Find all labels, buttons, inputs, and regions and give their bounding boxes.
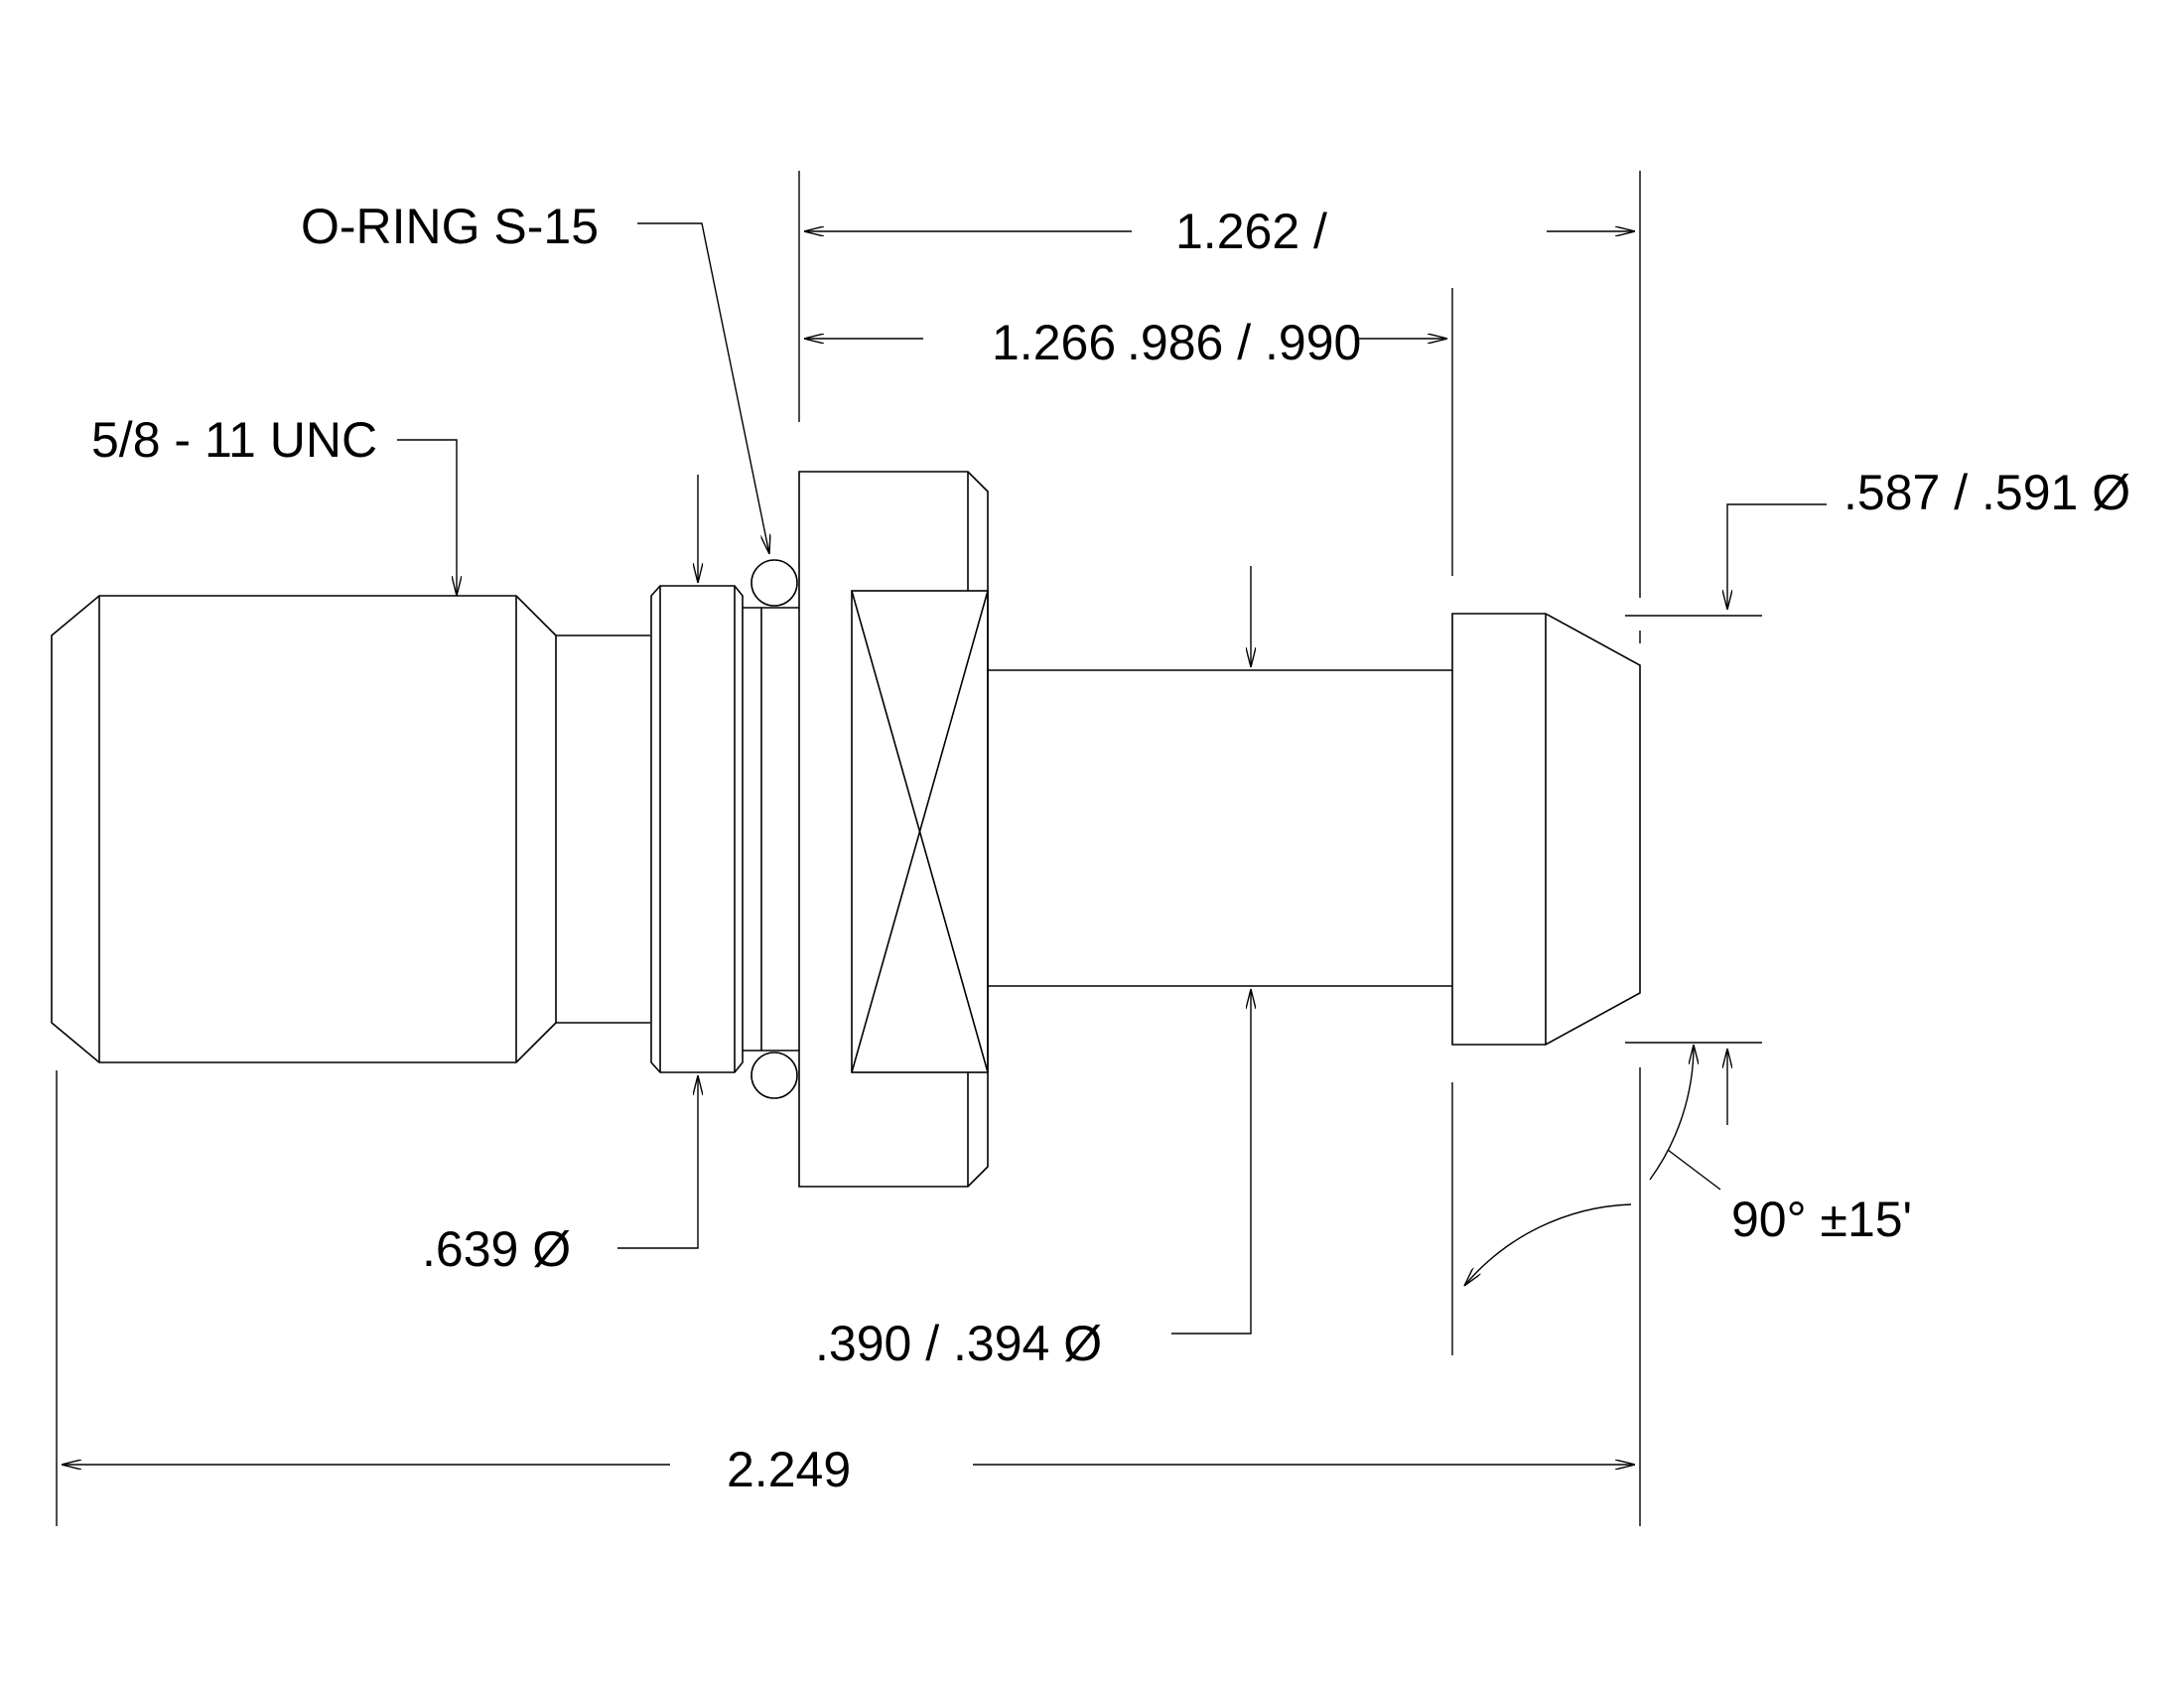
dim-shank-length: .986 / .990 [1127, 315, 1361, 370]
extension-lines [56, 171, 1762, 1526]
wrench-flats [851, 590, 989, 1073]
thread-label: 5/8 - 11 UNC [91, 412, 377, 468]
oring-top [751, 559, 798, 607]
dim-overall-top-upper: 1.262 / [1175, 204, 1327, 259]
dim-total-length: 2.249 [727, 1442, 851, 1497]
angle-tolerance: 90° ±15' [1731, 1192, 1912, 1247]
leaders [397, 222, 1251, 1335]
dimension-lines [62, 231, 1827, 1465]
annotations: O-RING S-15 5/8 - 11 UNC 1.262 / 1.266 .… [91, 199, 2130, 1497]
oring-label: O-RING S-15 [301, 199, 599, 254]
oring-bottom [751, 1052, 798, 1099]
thread-section [51, 595, 557, 1063]
dim-head-diameter: .587 / .591 Ø [1843, 465, 2130, 520]
part-outline [51, 471, 1641, 1188]
dim-collar-diameter: .639 Ø [422, 1221, 571, 1277]
dim-shank-diameter: .390 / .394 Ø [815, 1316, 1102, 1371]
dim-overall-top-lower: 1.266 [992, 315, 1116, 370]
collar [650, 585, 744, 1073]
flange [798, 471, 989, 1188]
